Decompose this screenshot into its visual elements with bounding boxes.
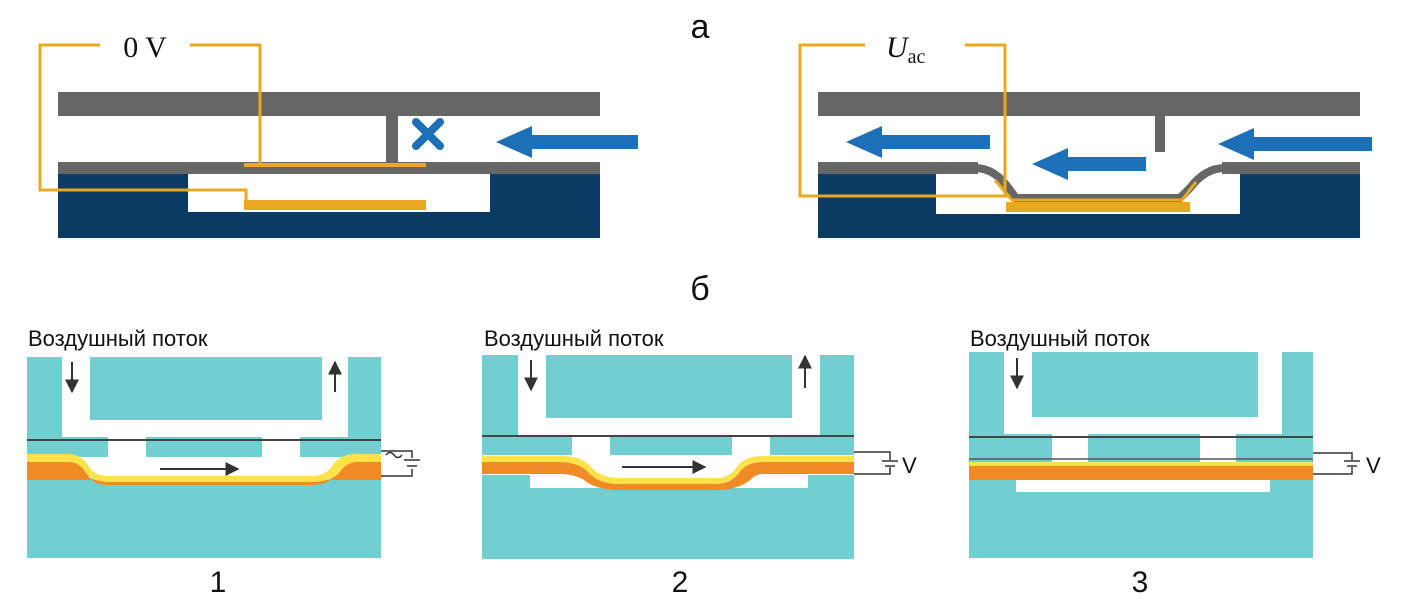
flow-arrow-blocked xyxy=(496,126,638,158)
gray-layer-left xyxy=(818,162,978,174)
flow-arrow-in xyxy=(1218,128,1372,160)
flow-channel xyxy=(1004,417,1282,434)
valve-post xyxy=(1155,116,1165,152)
membrane-layer xyxy=(482,435,854,455)
lower-block xyxy=(969,480,1313,558)
upper-electrode xyxy=(244,163,426,167)
top-plate xyxy=(58,92,600,116)
panel-b-step-2: Воздушный поток V 2 xyxy=(482,326,917,599)
yellow-layer-deflected xyxy=(27,454,381,482)
flow-channel xyxy=(518,418,820,435)
blocked-x-icon xyxy=(412,118,444,150)
airflow-label: Воздушный поток xyxy=(970,326,1150,351)
lower-cavity xyxy=(1016,480,1270,492)
part-label-b: б xyxy=(690,270,709,308)
ac-source-icon xyxy=(381,450,420,477)
port-left xyxy=(108,437,146,459)
deflected-membrane xyxy=(974,164,1226,202)
yellow-layer-flat xyxy=(969,462,1313,466)
wire-to-upper-electrode xyxy=(190,43,262,165)
port-right xyxy=(732,435,770,457)
panel-a-right: Uac xyxy=(798,31,1372,238)
airflow-label: Воздушный поток xyxy=(484,326,664,351)
wire-to-lower-electrode xyxy=(38,43,248,204)
step-number-1: 1 xyxy=(210,566,227,599)
panel-b-step-3: Воздушный поток V 3 xyxy=(969,326,1381,599)
panel-a-left: 0 V xyxy=(38,31,638,238)
lower-electrode xyxy=(1006,202,1190,212)
flow-arrow-out xyxy=(846,126,990,158)
lower-block xyxy=(27,478,381,558)
wire-to-lower-electrode xyxy=(798,43,1010,198)
part-label-a: а xyxy=(691,8,710,46)
flow-arrow-through xyxy=(1032,148,1146,180)
gray-layer xyxy=(58,162,600,174)
voltage-label-uac-main: U xyxy=(886,31,910,64)
step-number-2: 2 xyxy=(672,566,689,599)
dc-source-icon xyxy=(854,451,898,475)
port-right xyxy=(262,437,300,459)
lower-electrode xyxy=(244,200,426,210)
voltage-symbol: V xyxy=(1366,453,1381,478)
port-left xyxy=(572,435,610,457)
orange-electrode-flat xyxy=(969,466,1313,480)
valve-post xyxy=(386,116,398,162)
dc-source-icon xyxy=(1313,452,1360,475)
gray-layer-right xyxy=(1222,162,1360,174)
airflow-label: Воздушный поток xyxy=(28,326,208,351)
step-number-3: 3 xyxy=(1132,566,1149,599)
top-plate xyxy=(818,92,1360,116)
yellow-layer-deflected xyxy=(482,456,854,484)
wire-to-upper-electrode xyxy=(965,43,1007,196)
voltage-label-uac-sub: ac xyxy=(908,46,926,68)
panel-b-step-1: Воздушный поток 1 xyxy=(27,326,420,599)
voltage-label-uac: Uac xyxy=(886,31,926,68)
orange-electrode-deflected xyxy=(482,462,854,490)
voltage-label-0v: 0 V xyxy=(123,31,167,64)
voltage-symbol: V xyxy=(902,453,917,478)
flow-channel xyxy=(62,420,348,437)
